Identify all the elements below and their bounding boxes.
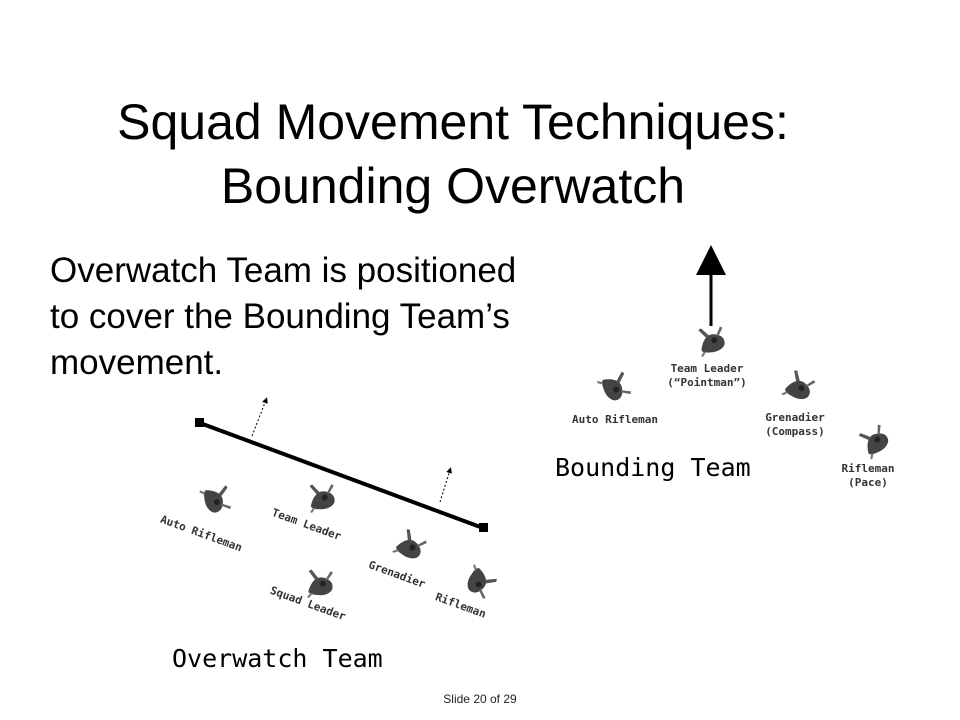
overwatch-line xyxy=(199,421,484,530)
overwatch-fire-arrow-left xyxy=(251,397,268,437)
bounding-team-label: Bounding Team xyxy=(555,453,751,482)
bounding-auto-rifleman-icon xyxy=(596,367,635,406)
bounding-rifleman-label: Rifleman (Pace) xyxy=(841,462,895,489)
bounding-grenadier-label: Grenadier (Compass) xyxy=(765,411,825,438)
overwatch-rifleman-icon xyxy=(462,563,500,601)
subtitle-line-2: to cover the Bounding Team’s xyxy=(50,297,510,336)
overwatch-fire-arrow-right xyxy=(439,467,452,503)
overwatch-team-label: Overwatch Team xyxy=(172,644,383,673)
bounding-grenadier-icon xyxy=(781,368,817,405)
bounding-team-leader-icon xyxy=(694,322,729,358)
title-line-1: Squad Movement Techniques: xyxy=(117,94,789,150)
title-line-2: Bounding Overwatch xyxy=(220,158,686,214)
bounding-auto-rifleman-label: Auto Rifleman xyxy=(571,413,659,426)
overwatch-line-end-left xyxy=(195,418,204,427)
bounding-team-leader-label: Team Leader (“Pointman”) xyxy=(667,362,747,389)
overwatch-team-leader-icon xyxy=(305,480,338,514)
overwatch-auto-rifleman-icon xyxy=(198,481,235,517)
overwatch-grenadier-icon xyxy=(391,526,429,564)
slide-number: Slide 20 of 29 xyxy=(443,692,517,706)
slide-subtitle: Overwatch Team is positioned to cover th… xyxy=(50,248,650,386)
overwatch-squad-leader-icon xyxy=(304,567,335,599)
slide-title: Squad Movement Techniques: Bounding Over… xyxy=(0,90,906,218)
subtitle-line-1: Overwatch Team is positioned xyxy=(50,251,517,290)
subtitle-line-3: movement. xyxy=(50,343,224,382)
overwatch-line-end-right xyxy=(479,523,488,532)
bounding-rifleman-icon xyxy=(854,421,894,461)
